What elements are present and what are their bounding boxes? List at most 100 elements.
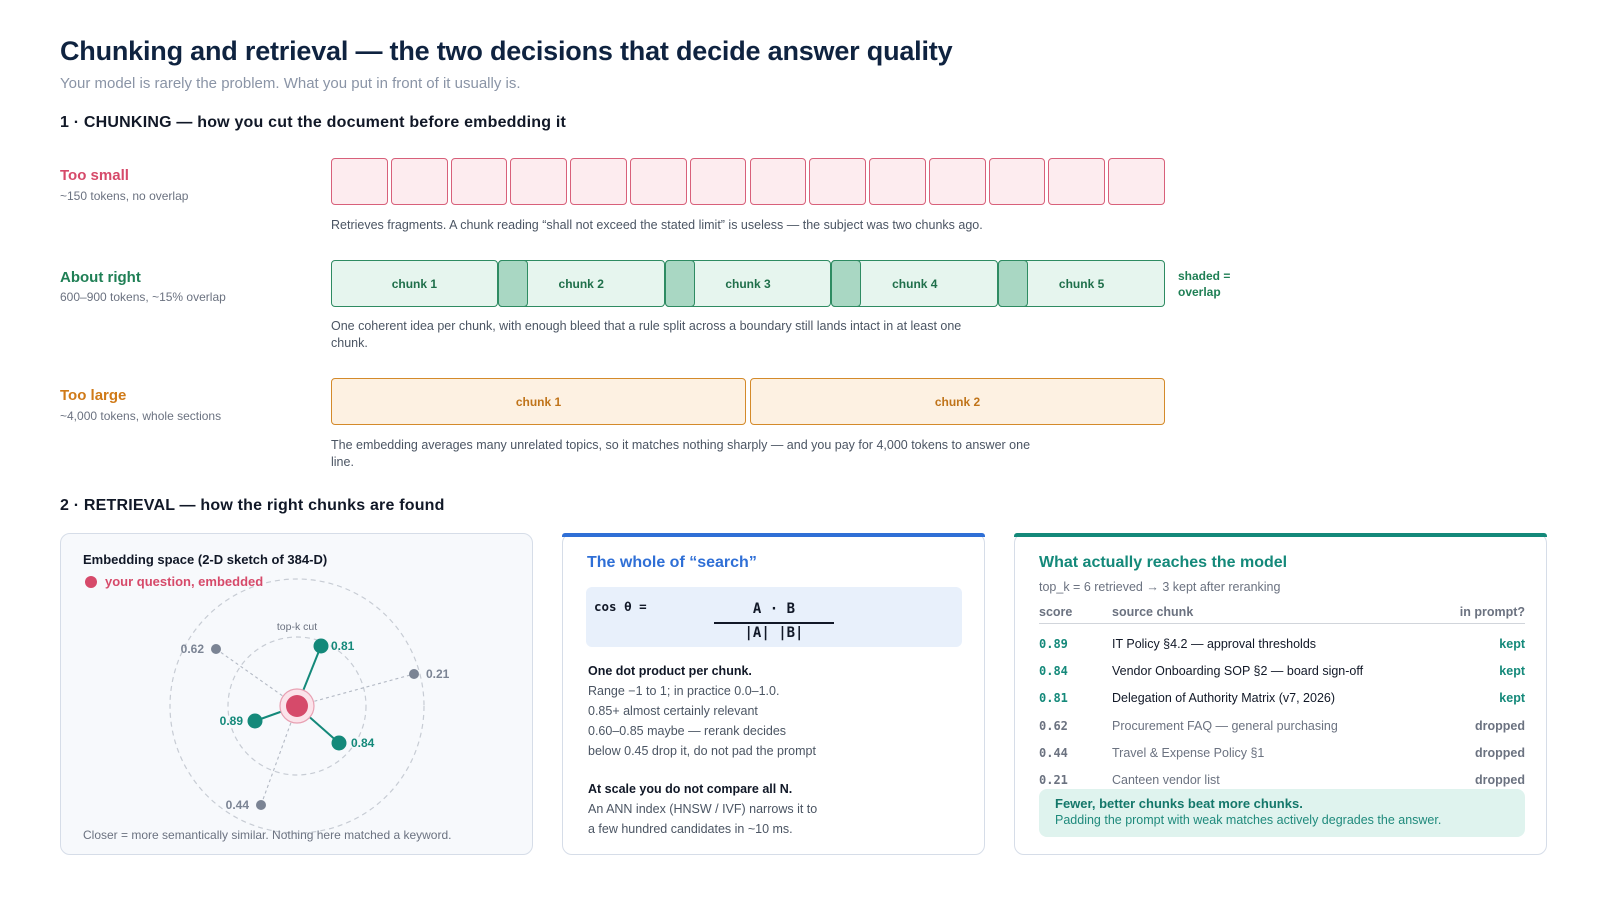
search-panel: The whole of “search” cos θ = A · B |A| … [562, 532, 985, 855]
dropped-chunk-point [409, 669, 419, 679]
outer-similarity-ring [169, 578, 425, 834]
search-block-1-line: below 0.45 drop it, do not pad the promp… [588, 744, 816, 758]
row-status: kept [1499, 691, 1525, 706]
row-score: 0.89 [1039, 637, 1068, 651]
row-source: Procurement FAQ — general purchasing [1112, 718, 1338, 733]
search-block-2-line: a few hundred candidates in ~10 ms. [588, 822, 793, 836]
row-source: IT Policy §4.2 — approval thresholds [1112, 637, 1317, 651]
row-source: Delegation of Authority Matrix (v7, 2026… [1112, 691, 1336, 706]
row-score: 0.21 [1039, 772, 1068, 787]
table-row: 0.89 IT Policy §4.2 — approval threshold… [1039, 630, 1525, 657]
about-right-label: About right [60, 269, 141, 286]
small-chunk-cell [390, 158, 448, 205]
too-small-chunk-strip [331, 158, 1165, 205]
reach-panel-sub: top_k = 6 retrieved → 3 kept after reran… [1039, 580, 1281, 594]
row-status: dropped [1475, 772, 1525, 787]
embedding-space-title: Embedding space (2-D sketch of 384-D) [83, 552, 328, 567]
reach-model-panel: What actually reaches the model top_k = … [1014, 532, 1547, 855]
small-chunk-cell [1048, 158, 1106, 205]
overlap-region [664, 260, 695, 307]
too-large-label: Too large [60, 387, 127, 404]
page-subtitle: Your model is rarely the problem. What y… [60, 75, 521, 92]
small-chunk-cell [988, 158, 1046, 205]
search-block-2: At scale you do not compare all N. An AN… [588, 779, 817, 839]
small-chunk-cell [450, 158, 508, 205]
small-chunk-cell [629, 158, 687, 205]
query-legend-label: your question, embedded [105, 574, 264, 589]
search-block-1-line: 0.60–0.85 maybe — rerank decides [588, 724, 787, 738]
search-panel-title: The whole of “search” [587, 554, 757, 571]
kept-chunk-point [331, 735, 347, 751]
reach-panel-accent-bar [1014, 532, 1547, 537]
formula-left: cos θ = [594, 599, 647, 614]
formula-fraction-bar [714, 622, 834, 624]
retrieval-table: score source chunk in prompt? 0.89 IT Po… [1039, 604, 1525, 793]
table-header: score source chunk in prompt? [1039, 604, 1525, 624]
row-source: Travel & Expense Policy §1 [1112, 745, 1265, 760]
about-right-sub: 600–900 tokens, ~15% overlap [60, 290, 226, 304]
header-in-prompt: in prompt? [1459, 605, 1525, 619]
overlap-legend: shaded = overlap [1178, 269, 1231, 299]
section-retrieval-heading: 2 · RETRIEVAL — how the right chunks are… [60, 497, 445, 514]
search-panel-accent-bar [562, 532, 985, 537]
row-score: 0.84 [1039, 664, 1068, 679]
search-block-1-head: One dot product per chunk. [588, 664, 752, 678]
dropped-link-line [215, 648, 298, 707]
top-k-cut-label: top-k cut [277, 621, 317, 633]
table-row: 0.81 Delegation of Authority Matrix (v7,… [1039, 684, 1525, 711]
row-score: 0.62 [1039, 718, 1068, 733]
chunk-score-label: 0.44 [226, 798, 250, 812]
chunk-score-label: 0.81 [331, 639, 355, 653]
overlap-region [998, 260, 1029, 307]
top-k-cut-ring [227, 636, 367, 776]
dropped-chunk-point [211, 644, 221, 654]
callout-body: Padding the prompt with weak matches act… [1055, 813, 1442, 827]
row-source: Canteen vendor list [1112, 772, 1220, 787]
chunk-score-label: 0.84 [351, 736, 375, 750]
formula-denominator: |A| |B| [744, 625, 804, 641]
about-right-note: One coherent idea per chunk, with enough… [331, 319, 962, 350]
embedding-space-footer: Closer = more semantically similar. Noth… [83, 828, 452, 842]
table-row: 0.62 Procurement FAQ — general purchasin… [1039, 712, 1525, 739]
small-chunk-cell [331, 158, 388, 205]
header-source: source chunk [1112, 605, 1194, 619]
small-chunk-cell [928, 158, 986, 205]
row-source: Vendor Onboarding SOP §2 — board sign-of… [1112, 664, 1364, 679]
callout-head: Fewer, better chunks beat more chunks. [1055, 796, 1303, 811]
search-block-1-line: Range −1 to 1; in practice 0.0–1.0. [588, 684, 780, 698]
row-status: dropped [1475, 718, 1525, 733]
row-status: kept [1499, 664, 1525, 679]
overlap-region [497, 260, 528, 307]
section-chunking-heading: 1 · CHUNKING — how you cut the document … [60, 114, 567, 131]
dropped-chunk-point [256, 800, 266, 810]
table-row: 0.84 Vendor Onboarding SOP §2 — board si… [1039, 657, 1525, 684]
header-score: score [1039, 605, 1073, 619]
small-chunk-cell [510, 158, 568, 205]
row-score: 0.44 [1039, 745, 1068, 760]
large-chunk-cell: chunk 1 [331, 378, 746, 425]
small-chunk-cell [1108, 158, 1165, 205]
row-status: kept [1499, 637, 1525, 651]
search-block-1: One dot product per chunk. Range −1 to 1… [588, 661, 816, 761]
small-chunk-cell [689, 158, 747, 205]
small-chunk-cell [809, 158, 867, 205]
kept-chunk-point [313, 638, 329, 654]
too-small-note: Retrieves fragments. A chunk reading “sh… [331, 218, 983, 232]
small-chunk-cell [869, 158, 926, 205]
search-block-2-line: An ANN index (HNSW / IVF) narrows it to [588, 802, 818, 816]
overlap-region [831, 260, 862, 307]
too-large-sub: ~4,000 tokens, whole sections [60, 409, 222, 423]
cosine-formula: cos θ = A · B |A| |B| [586, 587, 962, 647]
right-chunk-cell: chunk 1 [331, 260, 498, 307]
too-small-label: Too small [60, 167, 129, 184]
chunk-score-label: 0.21 [426, 667, 450, 681]
small-chunk-cell [570, 158, 627, 205]
query-point [286, 695, 308, 717]
page-title: Chunking and retrieval — the two decisio… [60, 36, 953, 66]
query-legend: your question, embedded [85, 574, 263, 589]
formula-numerator: A · B [752, 601, 796, 617]
search-block-1-line: 0.85+ almost certainly relevant [588, 704, 758, 718]
